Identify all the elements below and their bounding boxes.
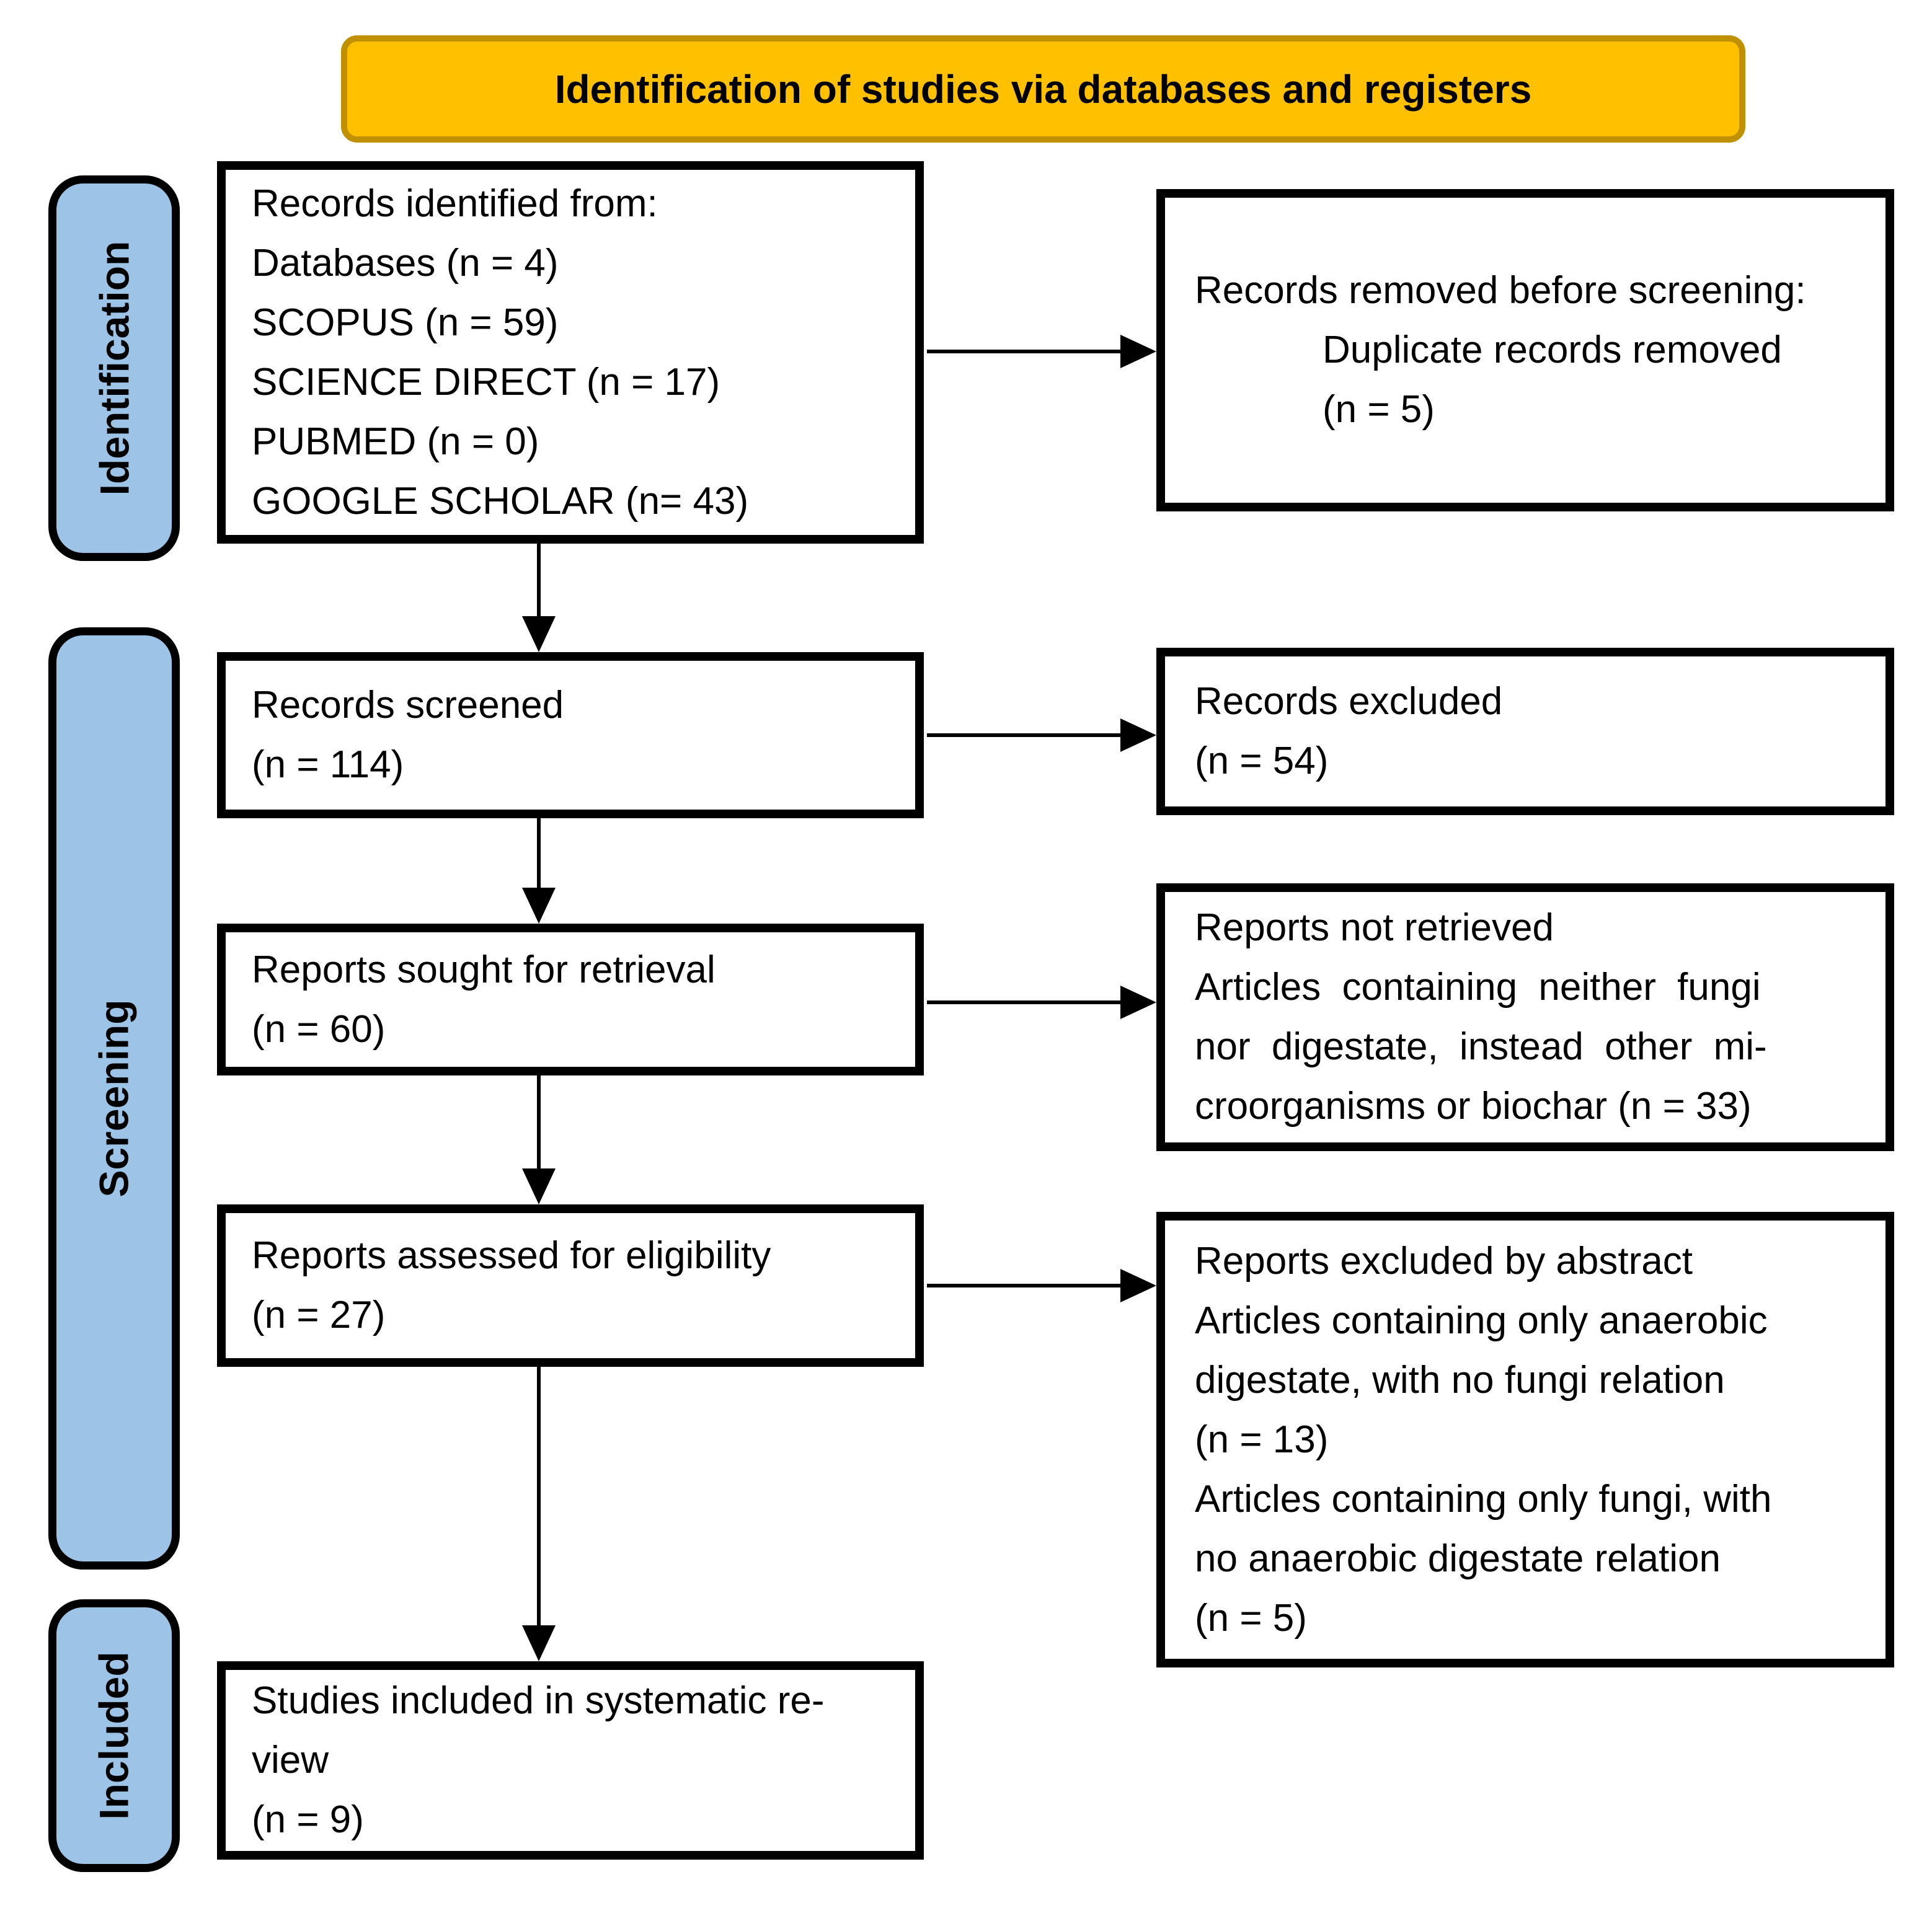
text-line: digestate, with no fungi relation xyxy=(1195,1358,1725,1402)
text-line: Reports assessed for eligibility xyxy=(252,1234,771,1277)
arrowhead-down-icon xyxy=(522,616,556,652)
text-line: Records identified from: xyxy=(252,182,658,225)
text-line: (n = 5) xyxy=(1195,1596,1307,1640)
arrow-sought-to-not-retrieved xyxy=(927,985,1156,1020)
arrow-sought-to-assessed xyxy=(521,1075,556,1204)
arrow-shaft xyxy=(537,818,541,893)
stage-label-text: Screening xyxy=(91,999,138,1198)
arrow-shaft xyxy=(927,733,1125,737)
stage-label-identification: Identification xyxy=(48,175,180,561)
box-studies-included: Studies included in systematic re-view (n… xyxy=(217,1661,924,1860)
text-line: (n = 114) xyxy=(252,743,404,786)
text-line: (n = 27) xyxy=(252,1294,386,1336)
text-line: Databases (n = 4) xyxy=(252,241,559,285)
arrow-assessed-to-included xyxy=(521,1367,556,1661)
stage-label-text: Identification xyxy=(91,241,138,496)
text-line: Duplicate records removed xyxy=(1323,329,1782,371)
stage-label-screening: Screening xyxy=(48,627,180,1570)
arrowhead-right-icon xyxy=(1120,335,1156,368)
text-line: PUBMED (n = 0) xyxy=(252,420,539,463)
text-line: Reports not retrieved xyxy=(1195,906,1554,949)
arrow-shaft xyxy=(537,1075,541,1173)
arrow-screened-to-sought xyxy=(521,818,556,924)
arrowhead-right-icon xyxy=(1120,718,1156,752)
arrow-shaft xyxy=(537,544,541,621)
text-line: SCIENCE DIRECT (n = 17) xyxy=(252,360,720,404)
text-line: Records excluded xyxy=(1195,680,1503,723)
box-records-removed-before-screening: Records removed before screening: Duplica… xyxy=(1156,189,1894,511)
arrowhead-right-icon xyxy=(1120,986,1156,1019)
box-reports-sought-for-retrieval: Reports sought for retrieval (n = 60) xyxy=(217,924,924,1075)
text-line: Records screened xyxy=(252,684,564,726)
arrow-screened-to-excluded xyxy=(927,718,1156,753)
text-line: nor digestate, instead other mi- xyxy=(1195,1025,1767,1068)
text-line: GOOGLE SCHOLAR (n= 43) xyxy=(252,479,749,523)
text-line: no anaerobic digestate relation xyxy=(1195,1537,1721,1580)
arrowhead-down-icon xyxy=(522,1625,556,1661)
diagram-title-banner: Identification of studies via databases … xyxy=(341,35,1745,143)
arrow-shaft xyxy=(927,1284,1125,1287)
arrowhead-down-icon xyxy=(522,888,556,924)
arrowhead-down-icon xyxy=(522,1168,556,1204)
arrow-shaft xyxy=(927,1000,1125,1004)
text-line: Reports sought for retrieval xyxy=(252,948,716,991)
diagram-title: Identification of studies via databases … xyxy=(554,66,1532,112)
text-line: croorganisms or biochar (n = 33) xyxy=(1195,1085,1752,1128)
text-line: (n = 9) xyxy=(252,1798,364,1841)
text-line: (n = 60) xyxy=(252,1007,386,1051)
text-line: (n = 54) xyxy=(1195,740,1329,782)
text-line: Records removed before screening: xyxy=(1195,269,1806,312)
text-line: Studies included in systematic re- xyxy=(252,1679,825,1722)
arrow-identified-to-removed xyxy=(927,334,1156,369)
arrow-assessed-to-excluded-abstract xyxy=(927,1268,1156,1303)
text-line: SCOPUS (n = 59) xyxy=(252,301,559,344)
stage-label-text: Included xyxy=(91,1651,138,1820)
box-reports-assessed-for-eligibility: Reports assessed for eligibility (n = 27) xyxy=(217,1204,924,1367)
arrow-shaft xyxy=(537,1367,541,1630)
text-line: Reports excluded by abstract xyxy=(1195,1239,1693,1283)
text-line: Articles containing neither fungi xyxy=(1195,966,1761,1009)
arrow-shaft xyxy=(927,350,1125,353)
box-records-screened: Records screened (n = 114) xyxy=(217,652,924,818)
text-line: (n = 13) xyxy=(1195,1418,1329,1461)
arrowhead-right-icon xyxy=(1120,1269,1156,1302)
stage-label-included: Included xyxy=(48,1599,180,1872)
text-line: Articles containing only anaerobic xyxy=(1195,1299,1768,1342)
text-line: Articles containing only fungi, with xyxy=(1195,1477,1772,1521)
arrow-identified-to-screened xyxy=(521,544,556,652)
box-records-excluded: Records excluded (n = 54) xyxy=(1156,648,1894,815)
text-line: (n = 5) xyxy=(1323,388,1435,431)
text-line: view xyxy=(252,1739,329,1782)
box-records-identified: Records identified from: Databases (n = 4… xyxy=(217,161,924,544)
